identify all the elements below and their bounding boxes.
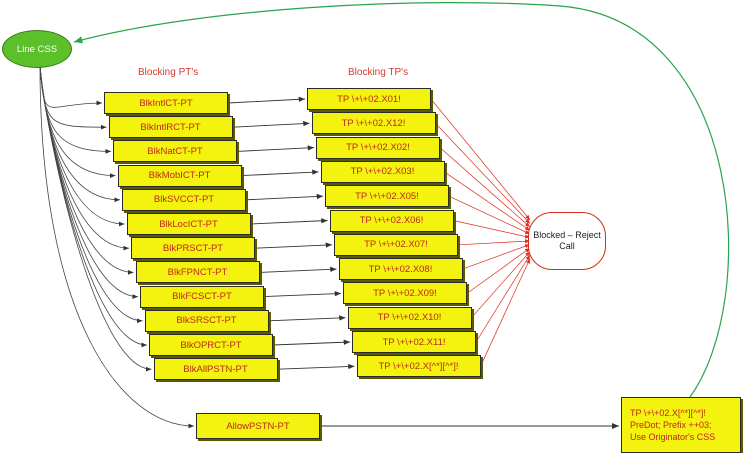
tp-to-blocked-arrow: [444, 171, 531, 231]
line-css-label: Line CSS: [16, 43, 58, 55]
pt-box: BlkIntlRCT-PT: [108, 116, 233, 139]
final-line-3: Use Originator's CSS: [630, 432, 716, 443]
tp-box: TP \+\+02.X07!: [334, 233, 458, 256]
pt-to-tp-arrow: [245, 193, 324, 201]
pt-to-tp-arrow: [259, 266, 337, 273]
tp-box: TP \+\+02.X06!: [329, 209, 454, 232]
pt-box: BlkAllPSTN-PT: [153, 358, 278, 381]
pt-to-tp-arrow: [272, 339, 351, 346]
tp-to-blocked-arrow: [471, 251, 531, 318]
pt-box: BlkSVCCT-PT: [122, 188, 246, 211]
css-to-pt-arrow: [39, 65, 152, 372]
pt-to-tp-arrow: [241, 169, 319, 177]
tp-to-blocked-arrow: [430, 98, 531, 221]
tp-box: TP \+\+02.X[^*][^*]!: [356, 355, 481, 378]
pt-box: BlkLocICT-PT: [126, 213, 251, 235]
tp-to-blocked-arrow: [480, 258, 531, 367]
pt-box: BlkSRSCT-PT: [144, 309, 269, 332]
tp-to-blocked-arrow: [439, 147, 531, 228]
pt-to-tp-arrow: [263, 290, 342, 298]
tp-to-blocked-arrow: [466, 247, 531, 294]
css-to-pt-arrow: [39, 65, 112, 154]
css-to-pt-arrow: [39, 65, 103, 108]
pt-box: BlkFCSCT-PT: [140, 285, 264, 308]
blocking-tps-header: Blocking TP's: [348, 67, 409, 78]
final-line-1: TP \+\+02.X[^*][^*]!: [630, 407, 706, 418]
pt-to-tp-arrow: [277, 363, 355, 370]
css-to-pt-arrow: [39, 65, 116, 178]
tp-box: TP \+\+02.X10!: [347, 306, 472, 329]
blocked-label-line-2: Call: [559, 241, 575, 251]
pt-box: BlkMobICT-PT: [117, 164, 242, 187]
tp-box: TP \+\+02.X02!: [316, 136, 440, 159]
line-css-node: Line CSS: [2, 30, 72, 68]
pt-box: BlkFPNCT-PT: [135, 261, 260, 284]
final-line-2: PreDot; Prefix ++03;: [630, 419, 712, 430]
tp-box: TP \+\+02.X11!: [352, 331, 476, 353]
tp-box: TP \+\+02.X09!: [343, 282, 467, 305]
tp-box: TP \+\+02.X03!: [320, 160, 445, 183]
pt-to-tp-arrow: [236, 145, 315, 152]
pt-to-tp-arrow: [254, 242, 333, 249]
allow-pstn-pt-box: AllowPSTN-PT: [196, 413, 320, 439]
tp-to-blocked-arrow: [435, 123, 531, 224]
tp-to-blocked-arrow: [475, 254, 531, 343]
tp-box: TP \+\+02.X12!: [311, 112, 436, 135]
loopback-arrow: [73, 1, 730, 398]
pt-to-tp-arrow: [232, 120, 310, 128]
tp-box: TP \+\+02.X08!: [338, 258, 463, 281]
pt-box: BlkPRSCT-PT: [131, 237, 255, 260]
pt-to-tp-arrow: [250, 218, 328, 225]
pt-box: BlkOPRCT-PT: [149, 334, 273, 356]
tp-to-blocked-arrow: [453, 220, 531, 239]
tp-to-blocked-arrow: [448, 195, 531, 235]
tp-box: TP \+\+02.X01!: [307, 88, 431, 110]
tp-to-blocked-arrow: [457, 239, 531, 246]
pt-to-tp-arrow: [268, 315, 346, 322]
pt-box: BlkNatCT-PT: [113, 140, 237, 163]
blocking-pts-header: Blocking PT's: [138, 67, 199, 78]
tp-to-blocked-arrow: [462, 244, 531, 270]
tp-box: TP \+\+02.X05!: [325, 185, 449, 208]
pt-to-tp-arrow: [227, 96, 306, 104]
css-to-pt-arrow: [39, 65, 107, 130]
css-to-allow-arrow: [39, 65, 195, 429]
final-translation-pattern-box: TP \+\+02.X[^*][^*]! PreDot; Prefix ++03…: [621, 397, 741, 453]
pt-box: BlkIntlCT-PT: [104, 92, 228, 114]
blocked-label-line-1: Blocked – Reject: [533, 229, 601, 240]
